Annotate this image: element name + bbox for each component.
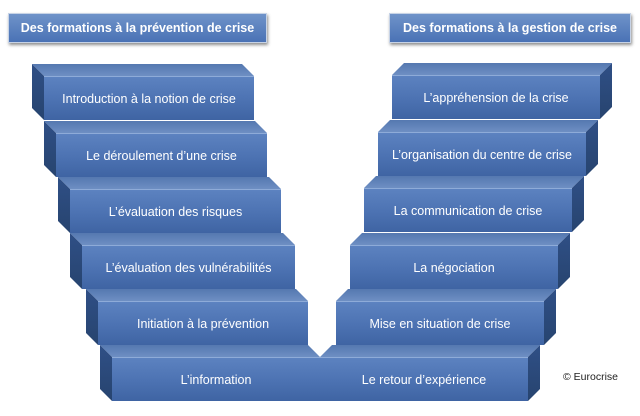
prevention-step-1: Introduction à la notion de crise: [32, 64, 254, 120]
gestion-step-1: L’appréhension de la crise: [392, 63, 612, 119]
gestion-step-4: La négociation: [350, 233, 570, 289]
prevention-step-6: L’information: [100, 345, 320, 401]
gestion-step-5: Mise en situation de crise: [336, 289, 556, 345]
gestion-step-2: L’organisation du centre de crise: [378, 120, 598, 176]
gestion-step-label: L’organisation du centre de crise: [392, 147, 572, 162]
header-gestion-label: Des formations à la gestion de crise: [403, 21, 617, 35]
gestion-step-label: Le retour d’expérience: [361, 372, 487, 387]
prevention-step-2: Le déroulement d’une crise: [44, 121, 267, 177]
prevention-step-label: L’information: [180, 372, 252, 387]
prevention-step-5: Initiation à la prévention: [86, 289, 308, 345]
gestion-step-label: La communication de crise: [393, 203, 543, 218]
prevention-step-label: Initiation à la prévention: [136, 316, 270, 331]
gestion-step-6: Le retour d’expérience: [320, 345, 540, 401]
gestion-step-label: Mise en situation de crise: [369, 316, 511, 331]
prevention-step-label: L’évaluation des vulnérabilités: [105, 260, 272, 275]
prevention-step-label: L’évaluation des risques: [108, 204, 243, 219]
prevention-step-label: Le déroulement d’une crise: [86, 148, 237, 163]
prevention-step-label: Introduction à la notion de crise: [62, 91, 236, 106]
prevention-step-3: L’évaluation des risques: [58, 177, 281, 233]
prevention-step-4: L’évaluation des vulnérabilités: [70, 233, 295, 289]
gestion-step-3: La communication de crise: [364, 176, 584, 232]
gestion-step-label: La négociation: [413, 260, 495, 275]
gestion-step-label: L’appréhension de la crise: [423, 90, 569, 105]
header-prevention-label: Des formations à la prévention de crise: [20, 21, 255, 35]
header-gestion: Des formations à la gestion de crise: [389, 13, 631, 43]
header-prevention: Des formations à la prévention de crise: [8, 13, 267, 43]
copyright-text: © Eurocrise: [563, 371, 619, 383]
